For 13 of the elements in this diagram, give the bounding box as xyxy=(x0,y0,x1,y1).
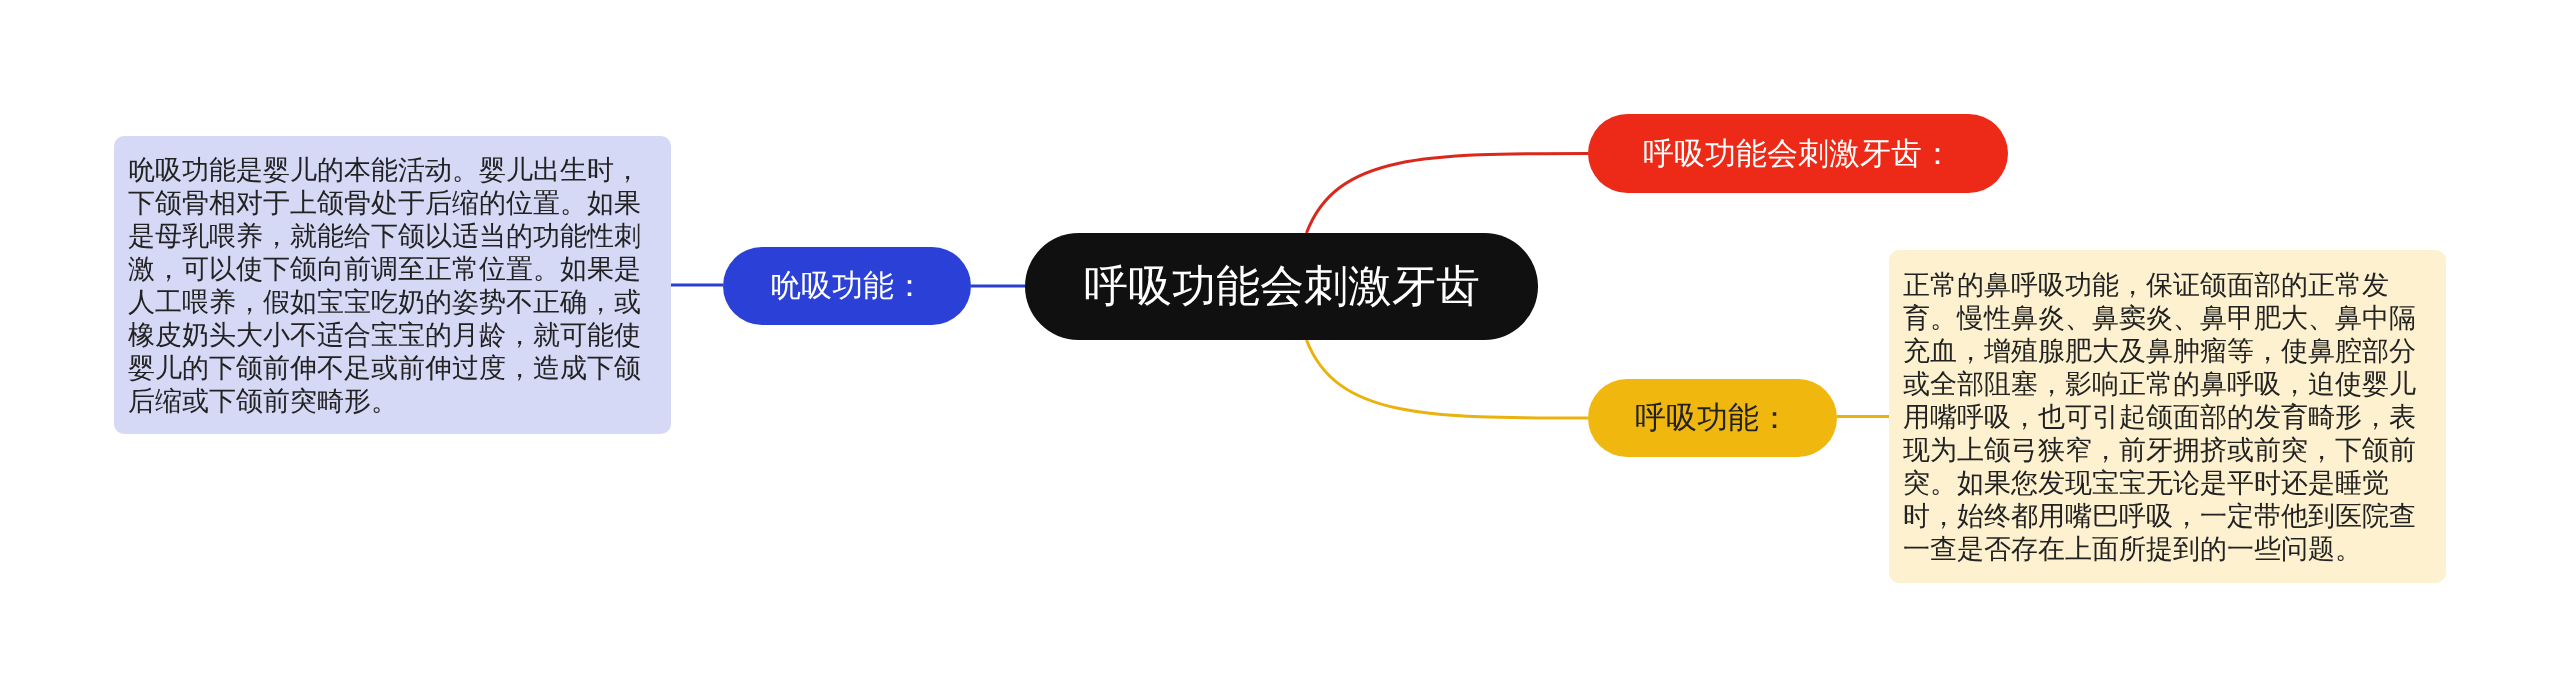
note-card xyxy=(114,136,671,434)
note-card xyxy=(1889,250,2446,583)
note-text: 吮吸功能是婴儿的本能活动。婴儿出生时，下颌骨相对于上颌骨处于后缩的位置。如果是母乳喂养，就能给下颌以适当的功能性刺激，可以使下颌向前调至正常位置。如果是人工喂养，假如宝宝吃奶的姿势不正确，或橡皮奶头大小不适合宝宝的月龄，就可能使婴儿的下颌前伸不足或前伸过度，造成下颌后缩或下颌前突畸形。 xyxy=(128,153,642,417)
connector-line xyxy=(1305,339,1588,420)
branch-text: 呼吸功能会刺激牙齿： xyxy=(1643,134,1953,173)
connector-line xyxy=(1837,415,1889,418)
connector-line xyxy=(971,284,1025,288)
note-text: 正常的鼻呼吸功能，保证颌面部的正常发育。慢性鼻炎、鼻窦炎、鼻甲肥大、鼻中隔充血，增殖腺肥大及鼻肿瘤等，使鼻腔部分或全部阻塞，影响正常的鼻呼吸，迫使婴儿用嘴呼吸，也可引起颌面部的发育畸形，表现为上颌弓狭窄，前牙拥挤或前突，下颌前突。如果您发现宝宝无论是平时还是睡觉时，始终都用嘴巴呼吸，一定带他到医院查一查是否存在上面所提到的一些问题。 xyxy=(1903,268,2417,565)
branch-text: 呼吸功能： xyxy=(1635,399,1790,437)
topic-text: 呼吸功能会刺激牙齿 xyxy=(1083,260,1480,313)
connector-line xyxy=(1305,152,1588,234)
connector-line xyxy=(671,283,723,287)
branch-text: 吮吸功能： xyxy=(769,267,925,305)
